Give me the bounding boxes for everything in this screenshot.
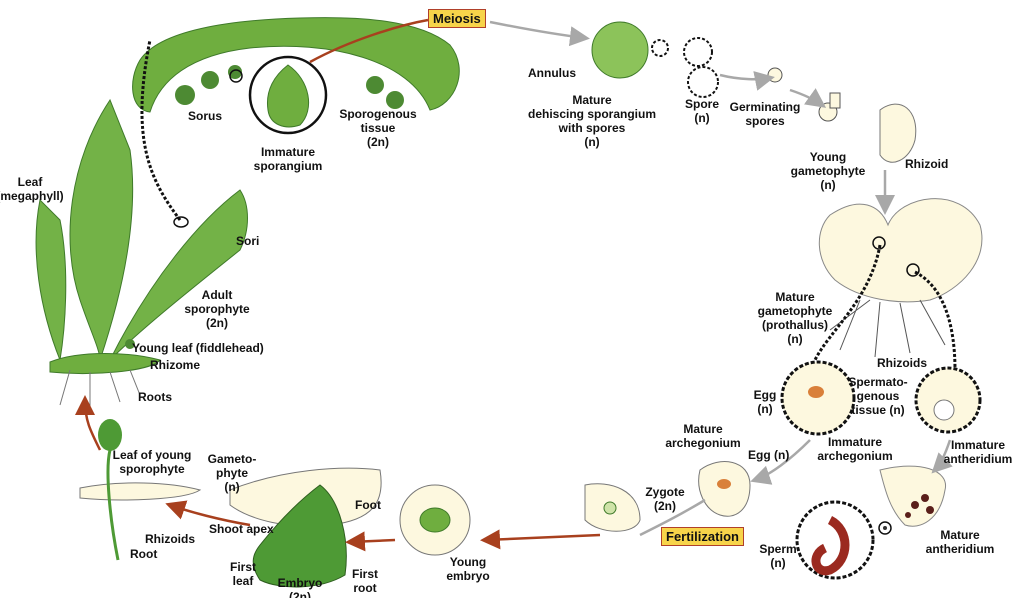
label-zygote: Zygote (2n): [645, 485, 685, 513]
embryo: [252, 484, 347, 588]
label-rhizoids-sporophyte: Rhizoids: [145, 532, 195, 546]
young-sporophyte-leaf: [98, 419, 122, 451]
adult-sporophyte-fronds: [35, 98, 248, 362]
young-sporophyte-gametophyte: [79, 482, 202, 501]
label-rhizoid: Rhizoid: [905, 157, 949, 171]
label-first-leaf: First leaf: [229, 560, 257, 588]
label-mature-sporangium: Mature dehiscing sporangium with spores …: [527, 93, 657, 149]
label-sperm: Sperm (n): [759, 542, 797, 570]
label-annulus: Annulus: [528, 66, 576, 80]
label-gametophyte: Gameto- phyte (n): [207, 452, 257, 494]
fertile-frond: [132, 17, 460, 113]
label-young-leaf: Young leaf (fiddlehead): [132, 341, 264, 355]
immature-archegonium-circle: [780, 360, 856, 436]
label-foot: Foot: [355, 498, 381, 512]
label-spermatogenous-tissue: Spermato- genous tissue (n): [848, 375, 908, 417]
mature-antheridium: [879, 465, 946, 527]
meiosis-stage-label: Meiosis: [428, 9, 486, 28]
label-first-root: First root: [351, 567, 379, 595]
label-spore: Spore (n): [684, 97, 720, 125]
label-leaf-megaphyll: Leaf (megaphyll): [0, 175, 64, 203]
label-mature-antheridium: Mature antheridium: [925, 528, 995, 556]
label-sori: Sori: [236, 234, 260, 248]
fertilization-stage-label: Fertilization: [661, 527, 744, 546]
label-mature-gametophyte: Mature gametophyte (prothallus) (n): [757, 290, 833, 346]
cycle-arrows: [75, 18, 953, 552]
sori-clusters: [175, 65, 404, 109]
label-young-embryo: Young embryo: [446, 555, 490, 583]
dehiscing-sporangium: [591, 21, 649, 79]
label-immature-sporangium: Immature sporangium: [253, 145, 323, 173]
sperm-cell: [811, 515, 850, 576]
young-gametophyte: [879, 103, 917, 163]
roots-lines: [59, 369, 141, 407]
label-young-gametophyte: Young gametophyte (n): [790, 150, 866, 192]
mature-gametophyte: [818, 198, 983, 303]
label-rhizome: Rhizome: [150, 358, 201, 372]
gametophyte-rhizoids: [829, 299, 946, 358]
label-shoot-apex: Shoot apex: [209, 522, 274, 536]
spore-circle-1: [683, 37, 713, 67]
label-adult-sporophyte: Adult sporophyte (2n): [184, 288, 250, 330]
label-germinating-spores: Germinating spores: [729, 100, 801, 128]
rhizome-shape: [49, 353, 161, 374]
label-roots: Roots: [138, 390, 172, 404]
label-sporogenous-tissue: Sporogenous tissue (2n): [339, 107, 417, 149]
immature-antheridium-circle: [914, 366, 982, 434]
label-immature-archegonium: Immature archegonium: [817, 435, 893, 463]
label-immature-antheridium: Immature antheridium: [943, 438, 1013, 466]
label-mature-archegonium: Mature archegonium: [665, 422, 741, 450]
label-embryo: Embryo (2n): [277, 576, 323, 598]
label-egg-immature: Egg (n): [753, 388, 777, 416]
label-rhizoids-gametophyte: Rhizoids: [877, 356, 927, 370]
label-leaf-young-sporophyte: Leaf of young sporophyte: [112, 448, 192, 476]
label-sorus: Sorus: [187, 109, 223, 123]
label-root: Root: [130, 547, 158, 561]
label-egg-mature: Egg (n): [748, 448, 790, 462]
immature-sporangium: [266, 64, 309, 128]
spore-circle-2: [687, 66, 719, 98]
